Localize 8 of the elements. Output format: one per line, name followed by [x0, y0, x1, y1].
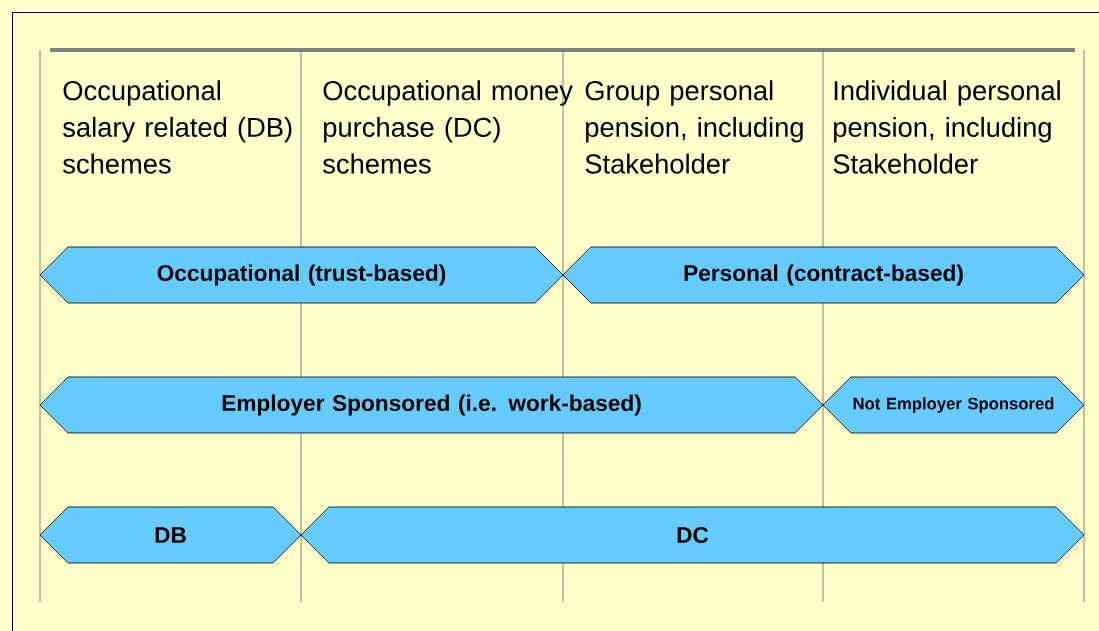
hexagon-band: DC [300, 506, 1085, 564]
column-heading: Occupational salary related (DB) schemes [63, 80, 292, 174]
column-heading: Group personal pension, including Stakeholder [585, 80, 803, 174]
hexagon-band: Employer Sponsored (i.e. work-based) [39, 376, 824, 434]
hexagon-band: Personal (contract-based) [562, 246, 1085, 304]
hexagon-band: Occupational (trust-based) [39, 246, 564, 304]
column-heading: Occupational money purchase (DC) schemes [323, 80, 573, 174]
column-heading: Individual personal pension, including Stakeholder [833, 80, 1060, 174]
